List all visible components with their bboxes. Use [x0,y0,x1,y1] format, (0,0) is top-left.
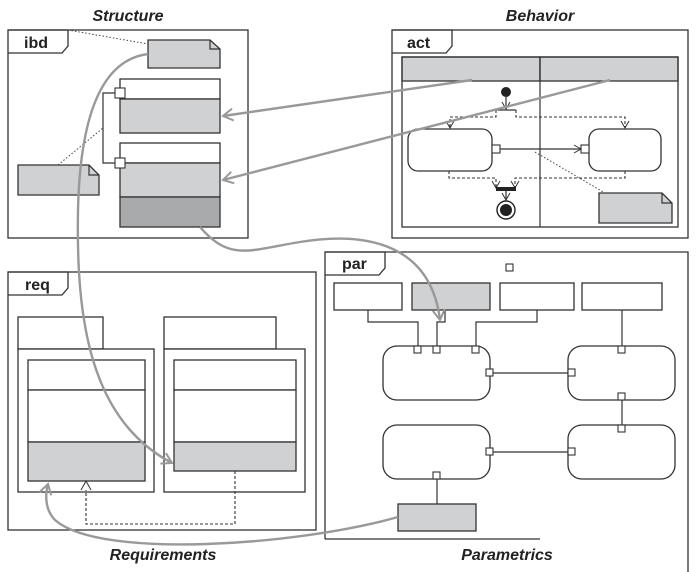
req-tag: req [25,277,50,294]
parametrics-title: Parametrics [461,547,553,564]
join-bar [496,187,516,191]
allocate-trace-1 [221,78,473,122]
satisfy-trace [76,52,174,465]
constraint-block-2 [567,345,676,401]
par-tag: par [342,256,367,273]
constraint-block-3 [382,424,491,480]
par-value-3 [499,282,575,311]
requirement-1 [17,316,155,493]
action-1 [407,128,493,172]
req-frame: req [7,271,317,531]
act-tag: act [407,35,431,52]
verify-trace [38,482,399,546]
ibd-frame: ibd [7,29,249,239]
allocate-trace-2 [221,78,611,185]
requirement-2 [163,316,306,493]
ibd-port-1 [114,87,126,99]
ibd-part-1 [119,78,221,134]
act-note-anchor [534,151,606,194]
initial-node [501,87,511,97]
ibd-connector [102,92,120,164]
act-frame: act [391,29,689,239]
ibd-part-2 [119,142,221,228]
ibd-note-top [147,39,221,69]
action-2-pin [580,144,590,154]
par-value-1 [333,282,403,311]
ibd-note-left [17,164,100,196]
par-frame: par [324,251,689,572]
derive-relationship [85,471,236,525]
action-1-pin [491,144,501,154]
act-note [598,192,673,224]
swimlane-header-1 [401,56,541,82]
ibd-tag: ibd [24,35,48,52]
derive-arrowhead [80,479,92,491]
par-value-4 [581,282,663,311]
binding-trace-1 [199,226,446,322]
ibd-note-anchor-left [57,127,104,166]
requirements-title: Requirements [110,547,217,564]
structure-title: Structure [92,8,163,25]
constraint-block-4 [567,424,676,480]
behavior-title: Behavior [506,8,575,25]
ibd-port-2 [114,157,126,169]
par-value-2 [411,282,491,311]
small-square-marker [505,263,514,272]
par-value-5 [397,503,477,532]
constraint-ports [413,345,626,480]
action-2 [588,128,662,172]
swimlane-header-2 [539,56,679,82]
constraint-block-1 [382,345,491,401]
ibd-note-anchor-top [67,29,149,45]
